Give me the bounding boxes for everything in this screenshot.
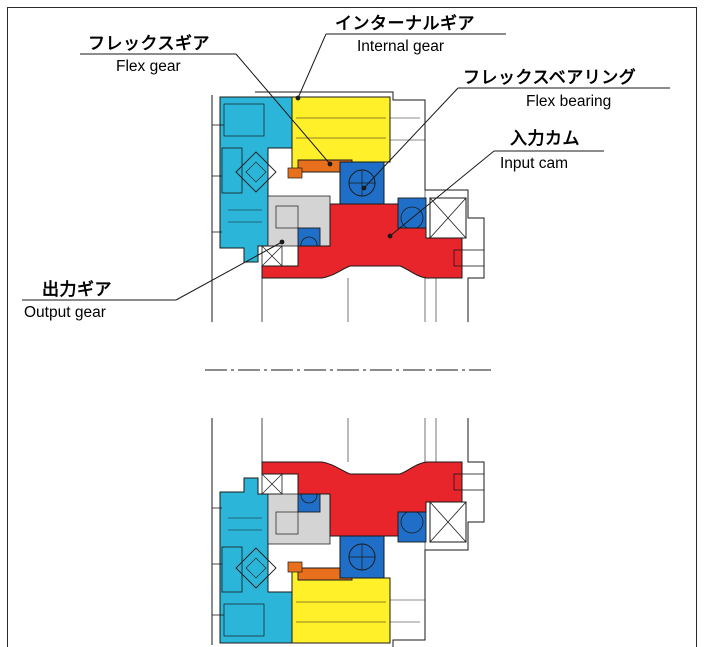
flex-gear-label-en: Flex gear xyxy=(116,58,181,75)
internal-gear-label-jp: インターナルギア xyxy=(335,14,475,34)
flex-bearing-label-en: Flex bearing xyxy=(526,93,612,110)
leader-dots xyxy=(279,95,393,245)
upper-section xyxy=(211,91,485,323)
input-cam-label-jp: 入力カム xyxy=(510,129,580,149)
output-gear-label-en: Output gear xyxy=(24,304,106,321)
internal-gear-label-en: Internal gear xyxy=(357,38,445,55)
input-cam-label-en: Input cam xyxy=(500,155,569,172)
flex-gear-label-jp: フレックスギア xyxy=(88,34,210,54)
diagram-border xyxy=(7,7,697,647)
leader-lines xyxy=(22,33,670,301)
flex-bearing-label-jp: フレックスベアリング xyxy=(463,68,637,88)
output-gear-label-jp: 出力ギア xyxy=(42,280,112,300)
lower-section xyxy=(211,417,485,647)
